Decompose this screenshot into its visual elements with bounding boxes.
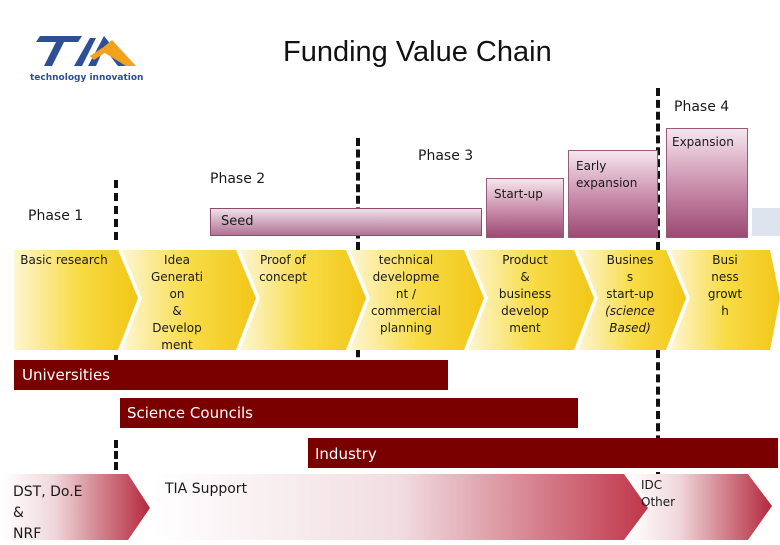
activity-product: Product & business develop ment xyxy=(498,253,552,335)
early-expansion-label: Early expansion xyxy=(576,159,638,190)
arrow-dst xyxy=(2,474,150,540)
arrow-product xyxy=(468,250,594,350)
logo-text: technology innovation xyxy=(30,73,144,83)
arrow-business-growth xyxy=(670,250,780,350)
phase-1-label: Phase 1 xyxy=(28,208,84,224)
phase-divider-3 xyxy=(656,88,660,250)
arrow-business-startup xyxy=(578,250,686,350)
phase-divider-4b xyxy=(114,440,118,470)
funder-idc: IDC Other xyxy=(641,478,676,509)
startup-block xyxy=(486,178,564,238)
early-expansion-block xyxy=(568,150,658,238)
seed-bar xyxy=(210,208,482,236)
right-edge-strip xyxy=(752,208,780,236)
universities-label: Universities xyxy=(22,366,111,384)
phase-4-label: Phase 4 xyxy=(674,99,730,115)
universities-bar xyxy=(14,360,448,390)
arrow-idc xyxy=(628,474,772,540)
startup-label: Start-up xyxy=(494,187,543,201)
arrow-basic-research xyxy=(14,250,138,350)
activity-technical: technical developme nt / commercial plan… xyxy=(371,253,441,335)
activity-basic-research: Basic research xyxy=(20,253,108,267)
phase-3-label: Phase 3 xyxy=(418,148,474,164)
expansion-label: Expansion xyxy=(672,135,734,149)
funder-arrows xyxy=(2,474,772,540)
expansion-block xyxy=(666,128,748,238)
logo-mark-icon xyxy=(36,36,136,66)
activity-arrows xyxy=(14,250,780,350)
funder-tia: TIA Support xyxy=(165,481,248,497)
arrow-technical xyxy=(350,250,484,350)
arrow-proof xyxy=(240,250,366,350)
page-title: Funding Value Chain xyxy=(283,36,552,68)
seed-label: Seed xyxy=(221,214,254,229)
funder-dst: DST, Do.E & NRF xyxy=(13,484,83,542)
phase-divider-2 xyxy=(356,138,360,250)
activity-business-growth: Busi ness growt h xyxy=(707,253,743,318)
activity-proof: Proof of concept xyxy=(259,253,307,284)
science-councils-label: Science Councils xyxy=(127,404,253,422)
activity-idea: Idea Generati on & Develop ment xyxy=(151,253,203,352)
activity-business-startup: Busines s start-up (science Based) xyxy=(605,253,655,335)
industry-bar xyxy=(308,438,778,468)
arrow-idea xyxy=(122,250,256,350)
phase-divider-2b xyxy=(356,350,360,368)
phase-divider-3b xyxy=(656,350,660,480)
tia-logo: technology innovation xyxy=(30,30,144,83)
arrow-tia xyxy=(152,474,648,540)
phase-divider-1 xyxy=(114,180,118,240)
science-councils-bar xyxy=(120,398,578,428)
phase-2-label: Phase 2 xyxy=(210,171,266,187)
industry-label: Industry xyxy=(315,445,377,463)
